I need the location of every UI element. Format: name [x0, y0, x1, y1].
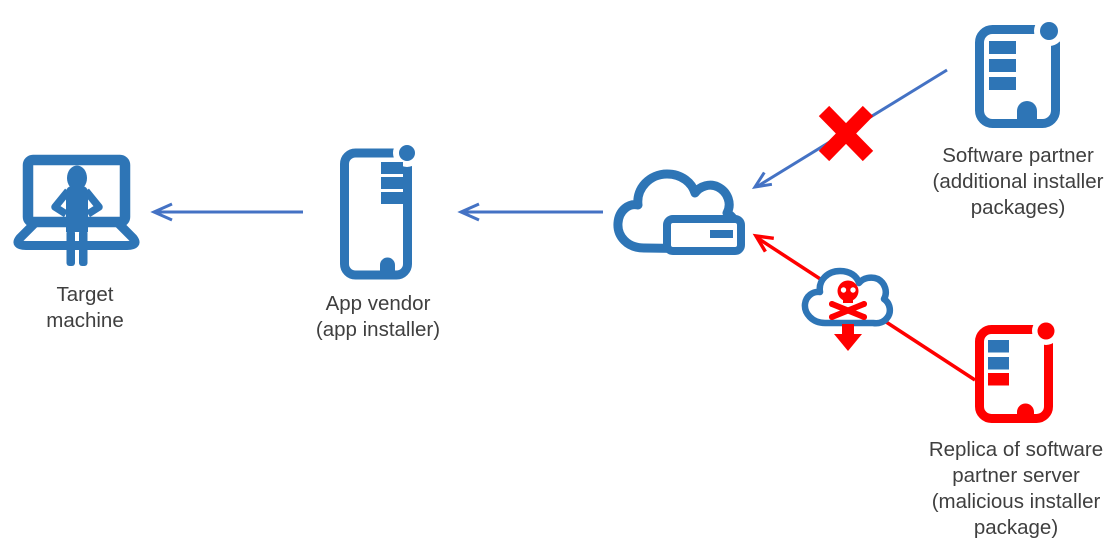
node-label-line: Target	[56, 283, 114, 306]
download-arrow-icon	[834, 324, 862, 351]
node-label-line: machine	[46, 309, 124, 332]
replica-server-label: Replica of software partner server (mali…	[916, 437, 1114, 541]
node-label-line: App vendor	[325, 292, 431, 315]
malicious-cloud-skull-icon	[801, 267, 894, 351]
app-vendor-label: App vendor (app installer)	[293, 291, 463, 343]
building-server-icon	[975, 20, 1062, 128]
node-label-line: (malicious installer	[931, 490, 1101, 513]
laptop-user-icon	[13, 154, 140, 266]
node-label-line: Software partner	[942, 144, 1094, 167]
blocked-x-icon	[818, 105, 874, 162]
arrow-vendor-to-target	[150, 202, 303, 222]
node-label-line: Replica of software	[928, 438, 1104, 461]
arrow-cloud-to-vendor	[457, 202, 603, 222]
node-label-line: partner server	[952, 464, 1080, 487]
node-label-line: (additional installer	[932, 170, 1104, 193]
building-server-icon	[340, 142, 417, 280]
building-server-red-icon	[975, 317, 1056, 423]
skull-crossbones-icon	[829, 280, 867, 320]
node-label-line: package)	[973, 516, 1059, 539]
person-figure	[51, 165, 103, 266]
node-label-line: (app installer)	[315, 318, 441, 341]
software-partner-label: Software partner (additional installer p…	[920, 143, 1114, 221]
node-label-line: packages)	[970, 196, 1066, 219]
target-machine-label: Target machine	[10, 282, 160, 334]
cloud-server-icon	[613, 169, 745, 255]
